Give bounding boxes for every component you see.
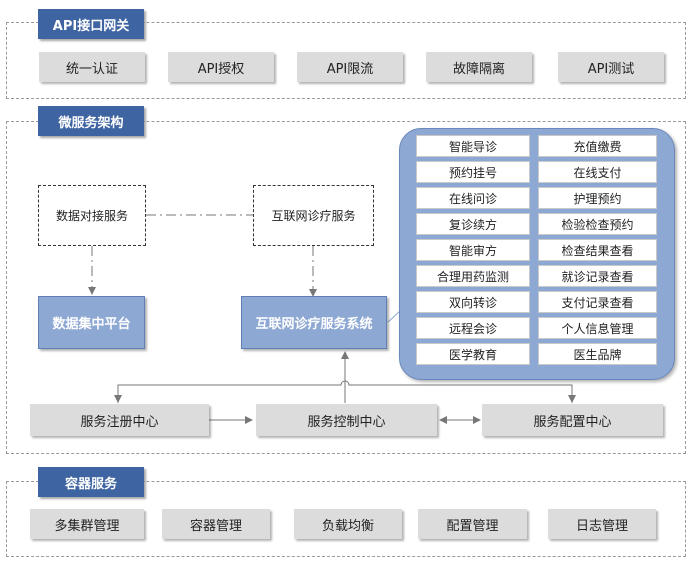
microservice-title: 微服务架构 (38, 106, 144, 136)
container-item-log-mgmt: 日志管理 (548, 509, 656, 539)
function-item-left-7: 双向转诊 (416, 291, 530, 313)
data-integration-service-box: 数据对接服务 (38, 185, 146, 246)
gateway-item-fault-isolation: 故障隔离 (426, 52, 532, 82)
api-gateway-title: API接口网关 (38, 9, 144, 39)
gateway-item-authorization: API授权 (168, 52, 274, 82)
microservice-section (6, 121, 686, 454)
container-item-load-balance: 负载均衡 (294, 509, 402, 539)
function-item-left-2: 预约挂号 (416, 161, 530, 183)
service-config-center: 服务配置中心 (482, 404, 663, 436)
data-platform-box: 数据集中平台 (38, 296, 145, 349)
container-section (6, 481, 686, 557)
internet-diagnosis-system-box: 互联网诊疗服务系统 (241, 296, 387, 349)
function-item-right-5: 检查结果查看 (538, 239, 657, 261)
container-title: 容器服务 (38, 467, 144, 497)
function-item-left-8: 远程会诊 (416, 317, 530, 339)
function-item-left-9: 医学教育 (416, 343, 530, 365)
function-item-left-1: 智能导诊 (416, 135, 530, 157)
container-item-container-mgmt: 容器管理 (162, 509, 270, 539)
gateway-item-auth: 统一认证 (39, 52, 145, 82)
function-item-left-6: 合理用药监测 (416, 265, 530, 287)
api-gateway-section (6, 22, 686, 99)
container-item-config-mgmt: 配置管理 (418, 509, 527, 539)
service-control-center: 服务控制中心 (256, 404, 437, 436)
service-registry-center: 服务注册中心 (30, 404, 209, 436)
function-item-right-4: 检验检查预约 (538, 213, 657, 235)
internet-diagnosis-service-box: 互联网诊疗服务 (253, 185, 374, 246)
function-item-right-2: 在线支付 (538, 161, 657, 183)
gateway-item-testing: API测试 (558, 52, 664, 82)
function-item-left-3: 在线问诊 (416, 187, 530, 209)
function-item-right-6: 就诊记录查看 (538, 265, 657, 287)
function-item-right-3: 护理预约 (538, 187, 657, 209)
container-item-multi-cluster: 多集群管理 (30, 509, 144, 539)
function-item-right-8: 个人信息管理 (538, 317, 657, 339)
function-item-right-7: 支付记录查看 (538, 291, 657, 313)
function-item-right-9: 医生品牌 (538, 343, 657, 365)
function-item-left-4: 复诊续方 (416, 213, 530, 235)
function-item-left-5: 智能审方 (416, 239, 530, 261)
gateway-item-rate-limit: API限流 (297, 52, 403, 82)
function-item-right-1: 充值缴费 (538, 135, 657, 157)
